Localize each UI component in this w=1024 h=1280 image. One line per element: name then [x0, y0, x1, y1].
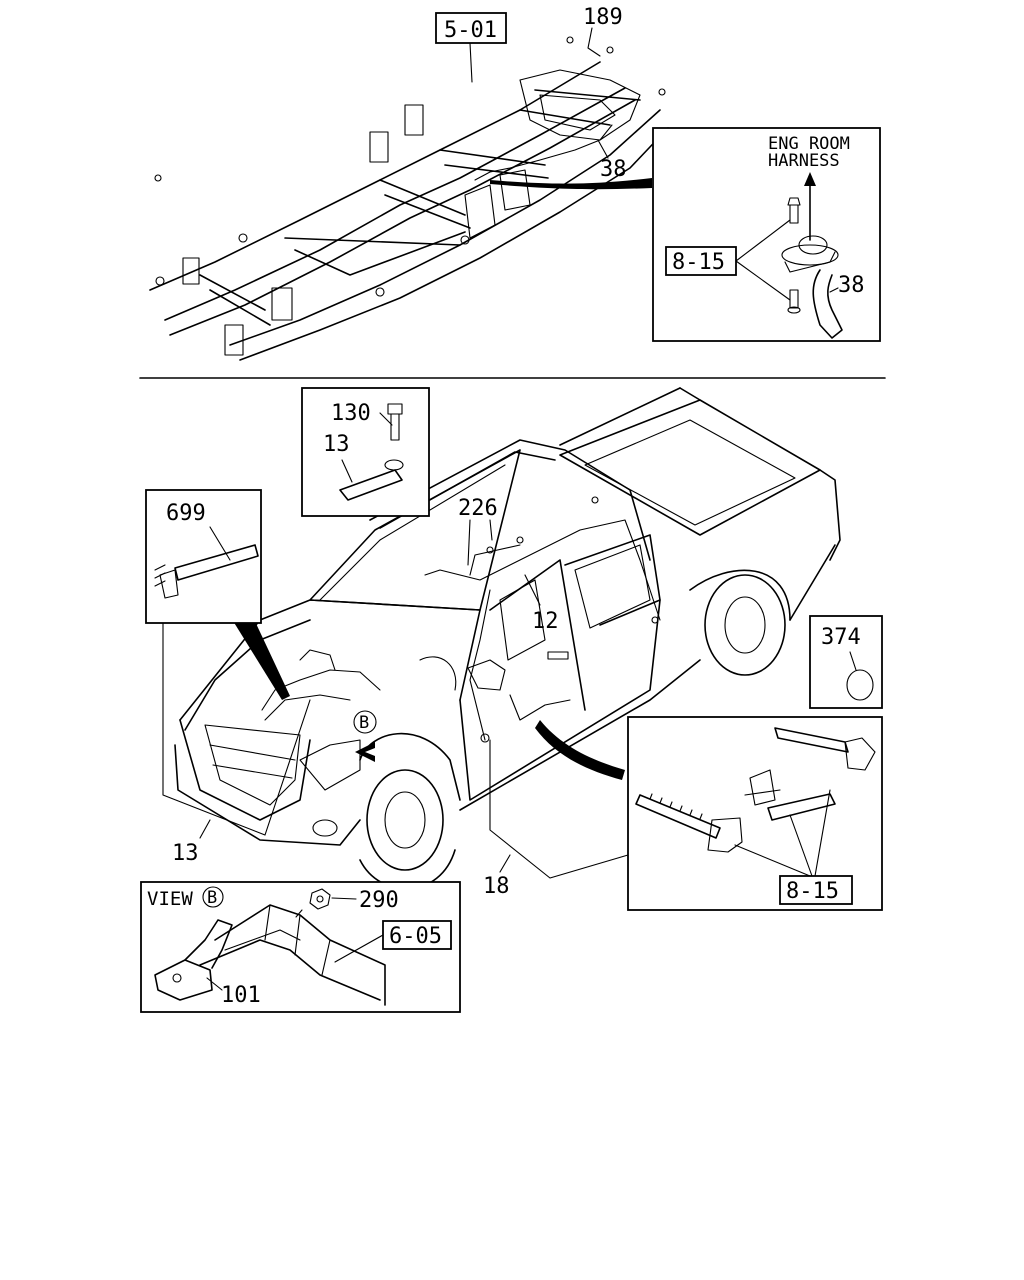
- callout-13-detail-text: 13: [323, 432, 350, 457]
- eng-room-label-line1: ENG ROOM: [768, 134, 850, 154]
- eng-room-label-line2: HARNESS: [768, 151, 840, 171]
- callout-130-text: 130: [331, 401, 371, 426]
- callout-8-15-top-text: 8-15: [672, 250, 725, 275]
- view-b-marker-text: B: [359, 713, 369, 733]
- callout-13-bottom-text: 13: [172, 841, 199, 866]
- view-b-marker: B: [353, 710, 377, 734]
- callout-101-text: 101: [221, 983, 261, 1008]
- pickup-truck-drawing: [174, 387, 841, 890]
- callout-226-text: 226: [458, 496, 498, 521]
- callout-290-text: 290: [359, 888, 399, 913]
- bolt-detail-box: 130 13: [301, 387, 430, 517]
- grommet-374-box: 374: [809, 615, 883, 709]
- callout-38-detail-text: 38: [838, 273, 865, 298]
- callout-8-15-bottom-text: 8-15: [786, 879, 839, 904]
- view-b-label-text: VIEW: [147, 888, 193, 910]
- callout-38-frame-text: 38: [600, 157, 627, 182]
- callout-18-text: 18: [483, 874, 510, 899]
- callout-699-text: 699: [166, 501, 206, 526]
- callout-5-01-text: 5-01: [444, 18, 497, 43]
- callout-189-text: 189: [583, 5, 623, 30]
- callout-12: 12: [524, 574, 559, 634]
- callout-189: 189: [583, 5, 623, 57]
- callout-6-05-text: 6-05: [389, 924, 442, 949]
- callout-38-frame: 38: [597, 139, 627, 182]
- callout-12-text: 12: [532, 609, 559, 634]
- view-b-label-letter: B: [207, 888, 217, 908]
- callout-18: 18: [483, 739, 629, 899]
- callout-374-text: 374: [821, 625, 861, 650]
- callout-226: 226: [458, 496, 498, 566]
- callout-5-01: 5-01: [435, 12, 507, 83]
- clip-detail-box: 8-15: [627, 716, 883, 911]
- view-b-detail-box: VIEW B 290 6-05 101: [140, 881, 461, 1013]
- clip-699-detail-box: 699: [145, 489, 262, 624]
- chassis-frame-drawing: [149, 36, 669, 361]
- callout-13-bottom: 13: [162, 622, 311, 866]
- eng-room-detail-box: ENG ROOM HARNESS 38 8-15: [652, 127, 881, 342]
